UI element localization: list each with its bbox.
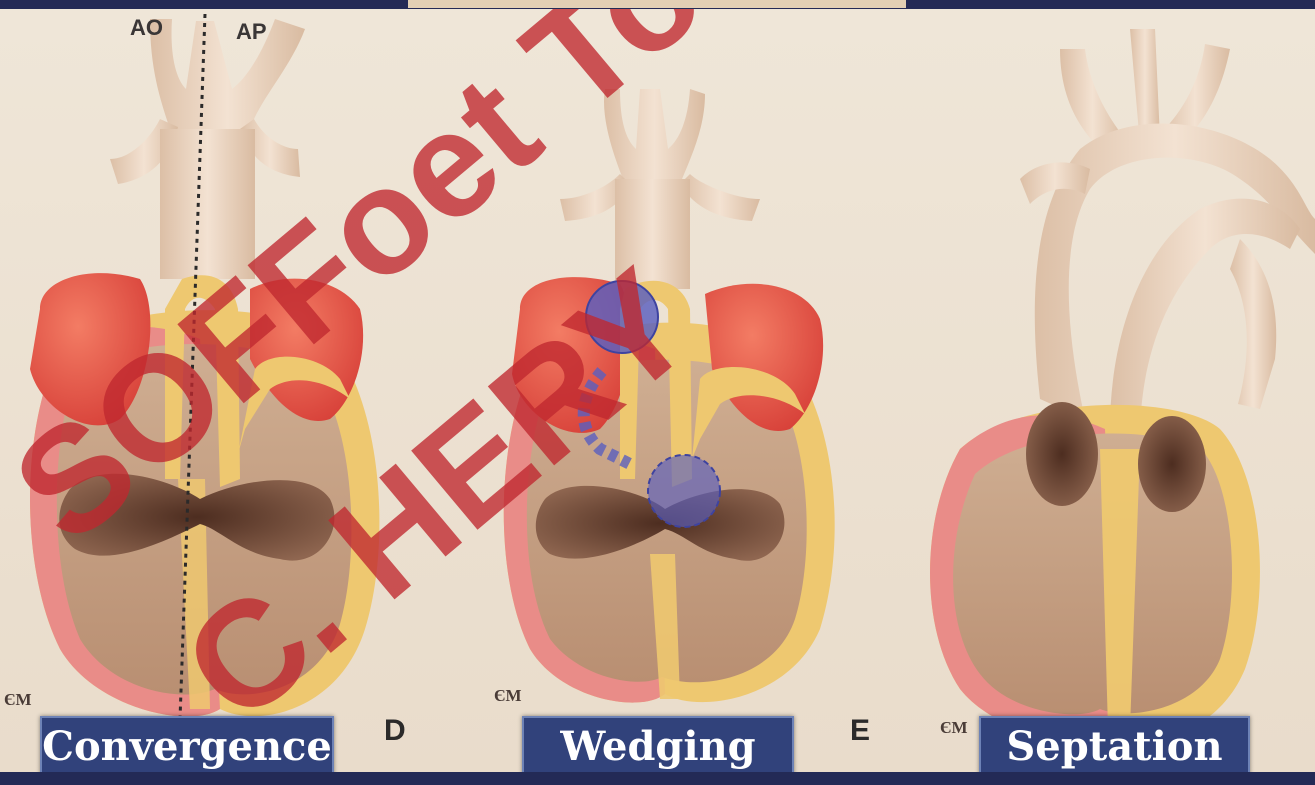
- caption-convergence: Convergence: [40, 716, 334, 778]
- left-valve-opening: [1026, 402, 1098, 506]
- signature-1: ЄМ: [4, 690, 32, 710]
- right-valve-opening: [1138, 416, 1206, 512]
- marker-lower-circle: [648, 455, 720, 527]
- heart-development-diagram: AO AP: [0, 9, 1315, 772]
- panel-letter-d: D: [384, 714, 406, 748]
- caption-septation: Septation: [979, 716, 1250, 778]
- top-tab: [408, 0, 906, 8]
- signature-3: ЄМ: [940, 718, 968, 738]
- bottom-bar: [0, 772, 1315, 785]
- label-ap: AP: [236, 19, 267, 44]
- panel-letter-e: E: [850, 714, 870, 748]
- label-ao: AO: [130, 15, 163, 40]
- caption-wedging: Wedging: [522, 716, 794, 778]
- signature-2: ЄМ: [494, 686, 522, 706]
